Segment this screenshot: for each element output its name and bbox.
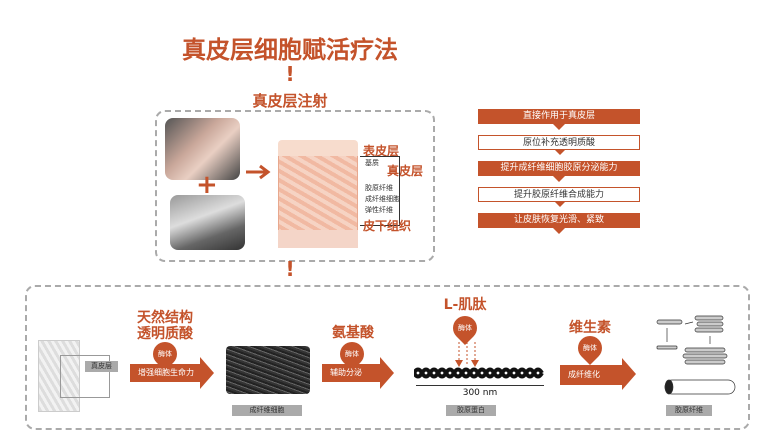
step1-line1: 天然结构	[137, 310, 193, 326]
skin-epidermis	[278, 140, 358, 156]
bracket	[360, 156, 400, 226]
scale-label: 300 nm	[462, 388, 498, 398]
scale-bar	[416, 385, 544, 386]
injection-photo	[165, 118, 240, 180]
protein-label: 胶原蛋白	[446, 405, 496, 416]
page-title: 真皮层细胞赋活疗法	[182, 36, 398, 64]
step1-title: 天然结构透明质酸	[125, 310, 205, 342]
step2-arrow: 辅助分泌	[322, 357, 394, 389]
injection-title: 真皮层注射	[252, 92, 328, 110]
step4-arrow: 成纤维化	[560, 358, 636, 390]
dermis-label: 真皮层	[85, 361, 118, 372]
step3-title: L-肌肽	[443, 297, 487, 313]
label-collagen-fiber: 胶原纤维	[365, 184, 393, 192]
step1-arrow: 增强细胞生命力	[130, 357, 214, 389]
fibroblast-label: 成纤维细胞	[232, 405, 302, 416]
pin-label: 酶体	[583, 344, 597, 352]
step1-line2: 透明质酸	[137, 326, 193, 342]
exclamation-icon: !	[285, 257, 295, 281]
plus-icon: +	[196, 170, 218, 200]
process-panel	[25, 285, 750, 430]
skin-subcutaneous	[278, 230, 358, 248]
flow-step: 直接作用于真皮层	[478, 109, 640, 130]
dermis-block	[38, 340, 80, 412]
label-elastic-fiber: 弹性纤维	[365, 206, 393, 214]
pin-label: 酶体	[345, 350, 359, 358]
dotted-arrows-icon	[455, 342, 479, 367]
label-epidermis: 表皮层	[363, 144, 400, 158]
injection-panel	[155, 110, 435, 262]
label-fibroblast: 成纤维细胞	[365, 195, 400, 203]
label-matrix: 基质	[365, 159, 379, 167]
step2-title: 氨基酸	[332, 325, 374, 341]
flow-step: 让皮肤恢复光滑、紧致	[478, 213, 640, 234]
flow-step: 原位补充透明质酸	[478, 135, 640, 155]
collagen-fiber-diagram	[656, 315, 736, 395]
label-dermis: 真皮层	[387, 164, 424, 178]
arrow-right-icon	[246, 164, 271, 180]
pin-label: 酶体	[458, 324, 472, 332]
flow-step: 提升胶原纤维合成能力	[478, 187, 640, 207]
exclamation-icon: !	[285, 62, 295, 86]
pin-label: 酶体	[158, 350, 172, 358]
fibroblast-image	[226, 346, 310, 394]
injector-photo	[170, 195, 245, 250]
step4-title: 维生素	[569, 320, 611, 336]
collagen-label: 胶原纤维	[666, 405, 712, 416]
zoom-outline	[60, 355, 110, 398]
label-subcutaneous: 皮下组织	[363, 219, 412, 233]
flow-step: 提升成纤维细胞胶原分泌能力	[478, 161, 640, 182]
collagen-protein-strand	[414, 367, 544, 379]
